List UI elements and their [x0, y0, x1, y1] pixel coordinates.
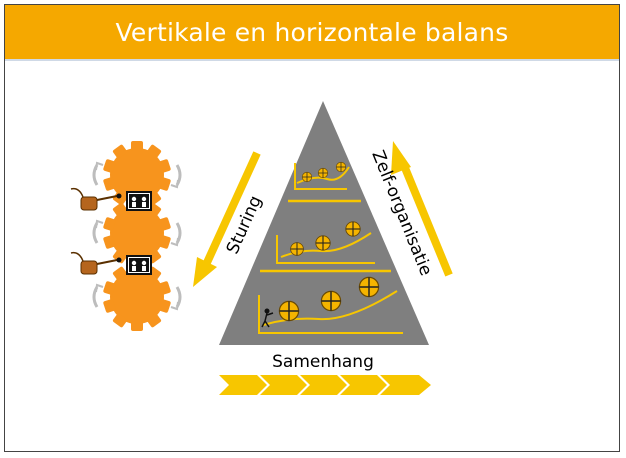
pyramid-tier-middle: [276, 221, 375, 264]
slide: Vertikale en horizontale balans: [4, 4, 620, 452]
team-icon-upper: [126, 191, 152, 211]
ball-icon: [345, 221, 361, 237]
slide-title: Vertikale en horizontale balans: [115, 17, 509, 47]
ball-icon: [278, 300, 300, 322]
person-pushing-icon: [261, 308, 274, 328]
cohesion-chevron-arrow: [219, 375, 431, 395]
ball-icon: [335, 161, 347, 173]
ball-icon: [317, 167, 329, 179]
ball-icon: [301, 171, 313, 183]
team-icon-lower: [126, 255, 152, 275]
label-cohesion: Samenhang: [272, 352, 374, 372]
self-organisation-arrow: [391, 141, 453, 277]
ball-icon: [290, 242, 304, 256]
ball-icon: [320, 290, 342, 312]
steering-arrow: [193, 151, 261, 287]
balance-diagram: Sturing Zelf-organisatie: [70, 101, 453, 395]
pyramid: [219, 101, 429, 345]
gear-stack: [70, 141, 182, 331]
title-underline: [5, 59, 619, 61]
pyramid-tier-top: [294, 161, 350, 190]
ball-icon: [358, 276, 380, 298]
ball-icon: [315, 235, 331, 251]
pyramid-tier-bottom: [258, 276, 403, 334]
title-bar: Vertikale en horizontale balans: [5, 5, 619, 59]
label-steering: Sturing: [223, 193, 266, 257]
